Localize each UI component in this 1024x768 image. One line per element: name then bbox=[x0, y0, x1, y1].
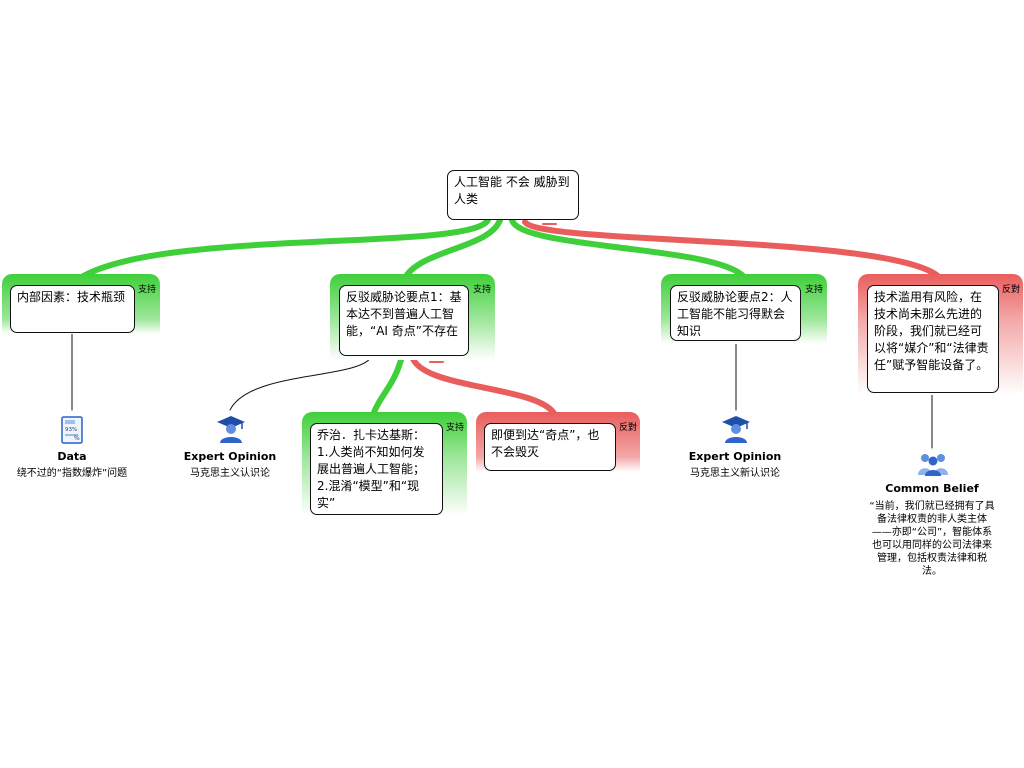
support-tag-georgia: 支持 bbox=[446, 423, 465, 433]
svg-text:93%: 93% bbox=[65, 427, 77, 433]
graduate-expert-icon bbox=[722, 416, 750, 443]
data-document-icon: 93% % bbox=[61, 416, 83, 444]
oppose-tag-abuse: 反對 bbox=[1002, 285, 1021, 295]
support-tag-rebut1: 支持 bbox=[473, 285, 492, 295]
support-link-rebut2 bbox=[509, 217, 748, 281]
root-claim[interactable]: 人工智能 不会 威胁到人类 bbox=[447, 170, 579, 220]
evidence-data-label: Data bbox=[57, 450, 87, 463]
claim-abuse[interactable]: 技术滥用有风险，在技术尚未那么先进的阶段，我们就已经可以将“媒介”和“法律责任”… bbox=[867, 285, 999, 393]
support-tag-internal: 支持 bbox=[138, 285, 157, 295]
evidence-expert1-label: Expert Opinion bbox=[183, 450, 277, 463]
claim-georgia[interactable]: 乔治．扎卡达基斯：1.人类尚不知如何发展出普遍人工智能；2.混淆“模型”和“现实… bbox=[310, 423, 443, 515]
graduate-expert-icon bbox=[217, 416, 245, 443]
claim-georgia-text: 乔治．扎卡达基斯：1.人类尚不知如何发展出普遍人工智能；2.混淆“模型”和“现实… bbox=[317, 428, 426, 510]
group-people-icon bbox=[918, 454, 948, 476]
oppose-link-even bbox=[409, 353, 558, 418]
svg-text:%: % bbox=[74, 435, 80, 442]
evidence-expert2-text: 马克思主义新认识论 bbox=[690, 468, 780, 479]
evidence-common-label: Common Belief bbox=[885, 482, 979, 495]
oppose-tag-even: 反對 bbox=[619, 423, 638, 433]
evidence-expert2-label: Expert Opinion bbox=[688, 450, 782, 463]
oppose-link-abuse bbox=[522, 219, 943, 281]
claim-rebut1-text: 反驳威胁论要点1：基本达不到普遍人工智能，“AI 奇点”不存在 bbox=[346, 290, 462, 338]
evidence-expert1-text: 马克思主义认识论 bbox=[190, 468, 270, 479]
support-link-rebut1 bbox=[402, 217, 503, 281]
claim-even-text: 即便到达“奇点”，也不会毁灭 bbox=[491, 428, 600, 459]
evidence-data-text: 绕不过的“指数爆炸”问题 bbox=[16, 468, 128, 479]
claim-abuse-text: 技术滥用有风险，在技术尚未那么先进的阶段，我们就已经可以将“媒介”和“法律责任”… bbox=[874, 290, 989, 372]
claim-rebut1[interactable]: 反驳威胁论要点1：基本达不到普遍人工智能，“AI 奇点”不存在 bbox=[339, 285, 469, 356]
claim-internal-text: 内部因素：技术瓶颈 bbox=[17, 290, 126, 304]
support-link-georgia bbox=[370, 353, 405, 418]
evidence-common-text: “当前，我们就已经拥有了具备法律权责的非人类主体——亦即“公司”，智能体系也可以… bbox=[869, 501, 995, 577]
support-tag-rebut2: 支持 bbox=[805, 285, 824, 295]
claim-rebut2[interactable]: 反驳威胁论要点2：人工智能不能习得默会知识 bbox=[670, 285, 801, 341]
claim-even[interactable]: 即便到达“奇点”，也不会毁灭 bbox=[484, 423, 616, 471]
support-link-internal bbox=[77, 217, 491, 281]
evidence-link-expert1 bbox=[229, 355, 373, 411]
claim-rebut2-text: 反驳威胁论要点2：人工智能不能习得默会知识 bbox=[677, 290, 793, 338]
root-claim-text: 人工智能 不会 威胁到人类 bbox=[454, 175, 570, 206]
claim-internal[interactable]: 内部因素：技术瓶颈 bbox=[10, 285, 135, 333]
